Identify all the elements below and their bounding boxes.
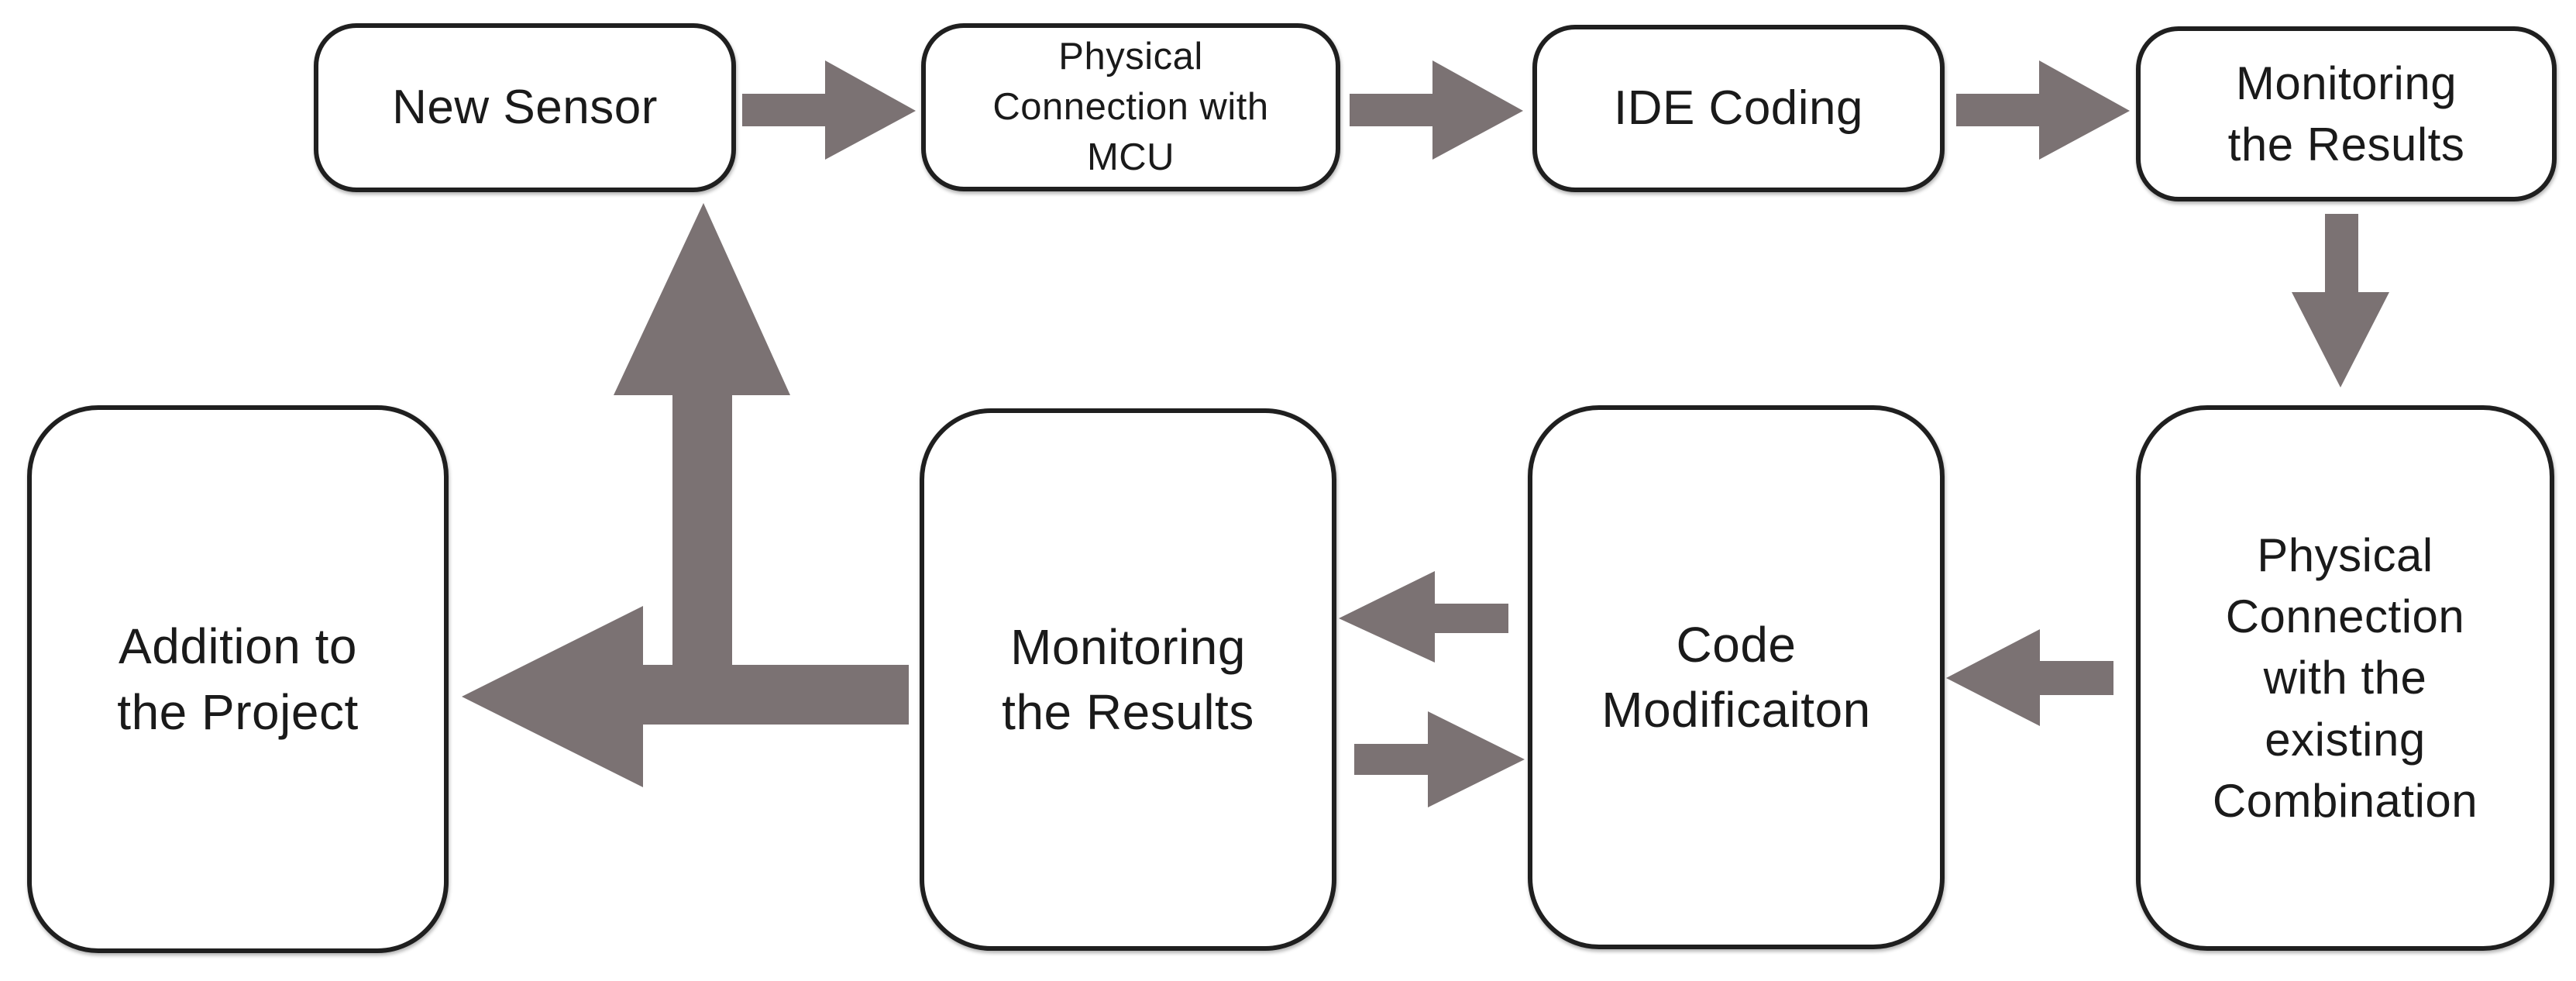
node-label: Code Modificaiton bbox=[1601, 616, 1871, 738]
arrow-code-mod-to-monitoring-icon bbox=[1339, 571, 1508, 663]
node-label: Monitoring the Results bbox=[1002, 618, 1254, 740]
arrow-monitoring-to-new-sensor-and-project-icon bbox=[462, 203, 909, 787]
arrow-ide-coding-to-monitoring-icon bbox=[1956, 60, 2130, 160]
arrow-monitoring-to-code-mod-icon bbox=[1354, 711, 1525, 807]
node-monitoring-results-top: Monitoring the Results bbox=[2136, 26, 2557, 201]
node-physical-connection-mcu: Physical Connection with MCU bbox=[921, 23, 1340, 191]
node-label: Physical Connection with the existing Co… bbox=[2212, 529, 2478, 827]
arrow-mcu-to-ide-coding-icon bbox=[1350, 60, 1523, 160]
node-addition-project: Addition to the Project bbox=[27, 405, 449, 953]
node-label: Monitoring the Results bbox=[2227, 57, 2465, 170]
node-label: Physical Connection with MCU bbox=[992, 36, 1269, 178]
arrow-monitoring-to-existing-connection-icon bbox=[2292, 214, 2389, 387]
node-label: IDE Coding bbox=[1613, 81, 1864, 136]
node-label: New Sensor bbox=[392, 81, 658, 135]
arrow-new-sensor-to-mcu-icon bbox=[742, 60, 916, 160]
node-physical-connection-existing: Physical Connection with the existing Co… bbox=[2136, 405, 2554, 951]
node-label: Addition to the Project bbox=[117, 618, 359, 740]
node-code-modification: Code Modificaiton bbox=[1528, 405, 1945, 949]
arrow-existing-connection-to-code-mod-icon bbox=[1946, 629, 2113, 726]
node-ide-coding: IDE Coding bbox=[1532, 25, 1945, 192]
node-monitoring-results-bottom: Monitoring the Results bbox=[920, 408, 1336, 951]
node-new-sensor: New Sensor bbox=[314, 23, 736, 192]
